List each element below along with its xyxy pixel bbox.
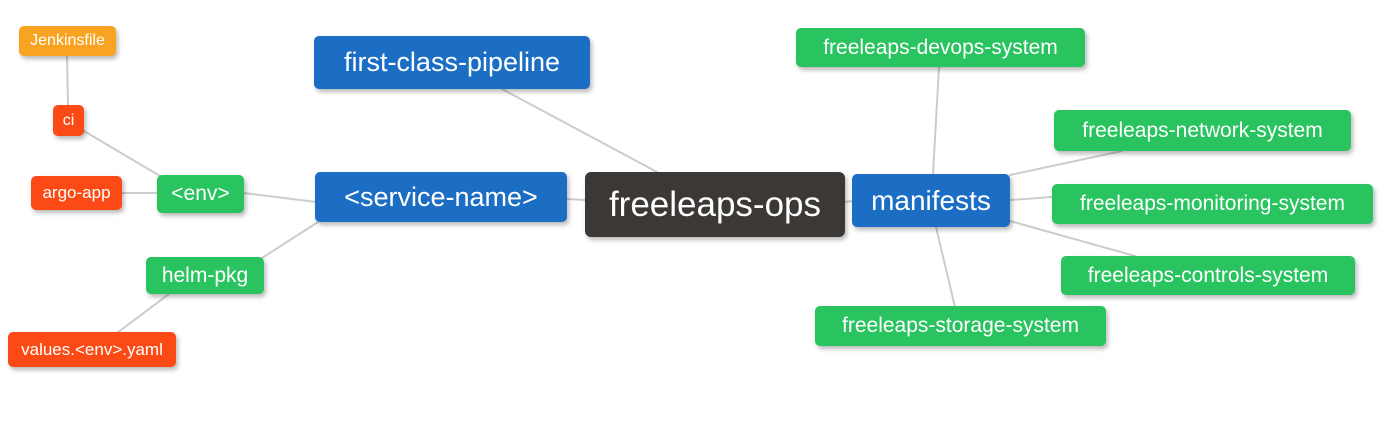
edge-manifests-devops [932, 66, 940, 175]
node-env[interactable]: <env> [157, 175, 244, 213]
node-values-env-yaml[interactable]: values.<env>.yaml [8, 332, 176, 367]
edge-ci-env [83, 130, 161, 177]
edge-jenkinsfile-ci [66, 55, 69, 106]
node-helm-pkg[interactable]: helm-pkg [146, 257, 264, 294]
node-jenkinsfile[interactable]: Jenkinsfile [19, 26, 116, 56]
edge-first-class-pipeline-root [501, 88, 658, 173]
edge-values-helm-pkg [116, 293, 170, 334]
node-ci[interactable]: ci [53, 105, 84, 136]
edge-service-name-root [566, 198, 587, 201]
edge-manifests-network [1009, 150, 1123, 176]
edge-manifests-storage [935, 226, 956, 308]
node-argo-app[interactable]: argo-app [31, 176, 122, 210]
edge-helm-pkg-service-name [261, 221, 319, 259]
node-freeleaps-network-system[interactable]: freeleaps-network-system [1054, 110, 1351, 151]
node-service-name[interactable]: <service-name> [315, 172, 567, 222]
node-freeleaps-monitoring-system[interactable]: freeleaps-monitoring-system [1052, 184, 1373, 224]
edge-root-manifests [844, 200, 854, 203]
node-freeleaps-controls-system[interactable]: freeleaps-controls-system [1061, 256, 1355, 295]
edge-env-service-name [243, 192, 317, 203]
edge-manifests-controls [1009, 220, 1136, 257]
node-first-class-pipeline[interactable]: first-class-pipeline [314, 36, 590, 89]
node-freeleaps-ops[interactable]: freeleaps-ops [585, 172, 845, 237]
node-freeleaps-devops-system[interactable]: freeleaps-devops-system [796, 28, 1085, 67]
node-freeleaps-storage-system[interactable]: freeleaps-storage-system [815, 306, 1106, 346]
edge-manifests-monitoring [1009, 196, 1053, 201]
node-manifests[interactable]: manifests [852, 174, 1010, 227]
